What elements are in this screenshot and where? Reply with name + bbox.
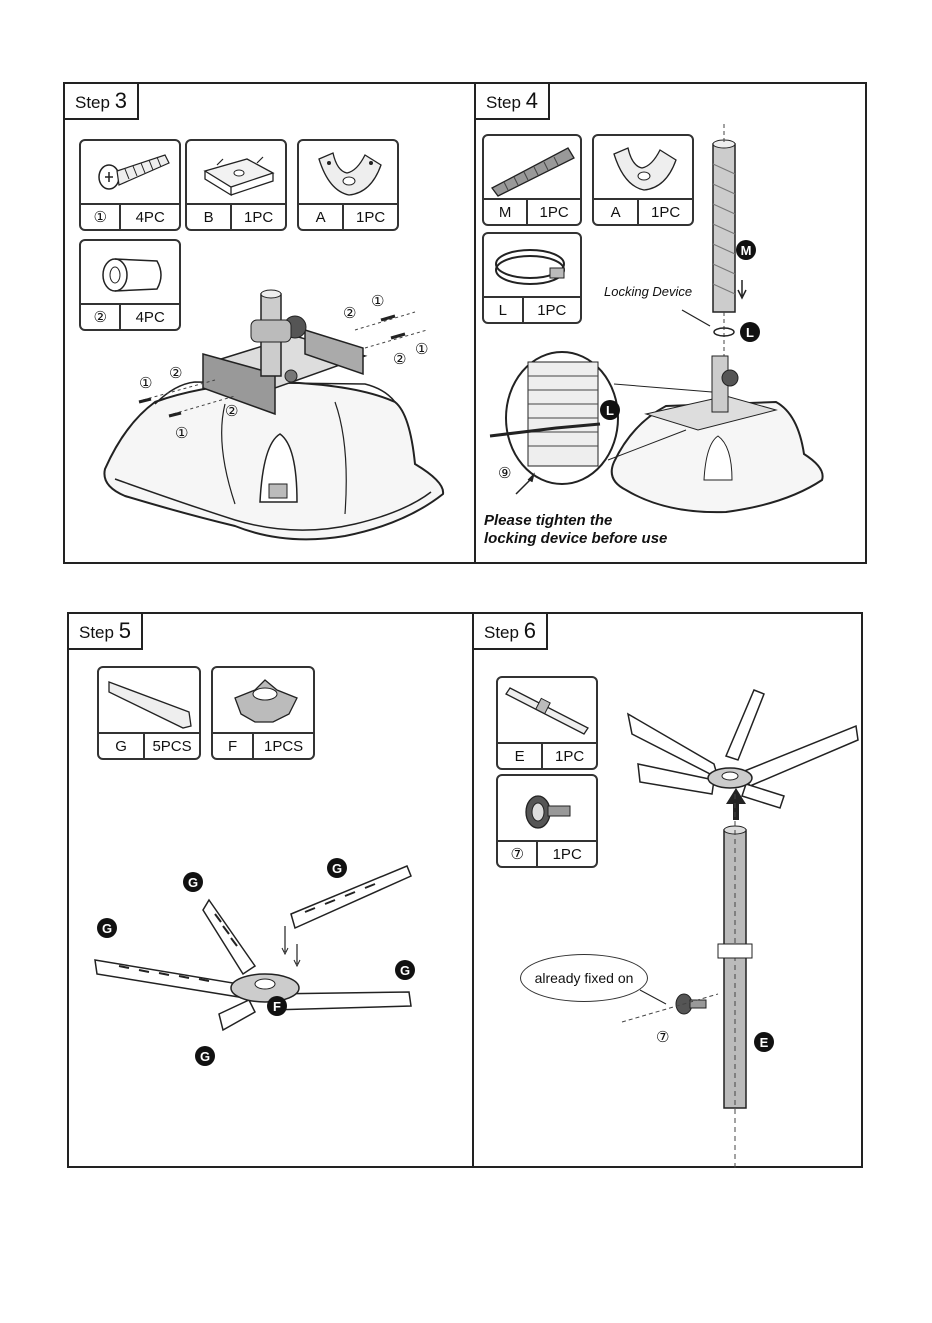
step-5-panel: Step 5 G 5PCS F 1PCS bbox=[67, 612, 474, 1168]
badge-g: G bbox=[327, 858, 347, 878]
marker-sleeve: ② bbox=[169, 364, 182, 382]
step-4-illustration bbox=[476, 84, 869, 566]
marker-sleeve: ② bbox=[225, 402, 238, 420]
badge-f: F bbox=[267, 996, 287, 1016]
step-6-panel: Step 6 E 1PC ⑦ 1PC bbox=[472, 612, 863, 1168]
marker-9: ⑨ bbox=[498, 464, 511, 482]
badge-l: L bbox=[740, 322, 760, 342]
stand-base-illustration bbox=[65, 84, 478, 566]
step-3-panel: Step 3 ① 4PC B 1P bbox=[63, 82, 476, 564]
marker-sleeve: ② bbox=[393, 350, 406, 368]
already-fixed-bubble: already fixed on bbox=[520, 954, 648, 1002]
badge-g: G bbox=[97, 918, 117, 938]
badge-l-zoom: L bbox=[600, 400, 620, 420]
marker-screw: ① bbox=[139, 374, 152, 392]
badge-g: G bbox=[183, 872, 203, 892]
locking-device-label: Locking Device bbox=[604, 284, 692, 299]
tighten-note-line-1: Please tighten the bbox=[484, 512, 667, 530]
marker-screw: ① bbox=[175, 424, 188, 442]
base-legs-illustration bbox=[69, 614, 476, 1170]
pole-assembly-illustration bbox=[474, 614, 865, 1170]
marker-screw: ① bbox=[371, 292, 384, 310]
badge-g: G bbox=[395, 960, 415, 980]
badge-m: M bbox=[736, 240, 756, 260]
badge-e: E bbox=[754, 1032, 774, 1052]
step-4-panel: Step 4 M 1PC A 1PC bbox=[474, 82, 867, 564]
marker-sleeve: ② bbox=[343, 304, 356, 322]
marker-7: ⑦ bbox=[656, 1028, 669, 1046]
tighten-note-line-2: locking device before use bbox=[484, 530, 667, 548]
badge-g: G bbox=[195, 1046, 215, 1066]
marker-screw: ① bbox=[415, 340, 428, 358]
tighten-note: Please tighten the locking device before… bbox=[484, 512, 667, 548]
